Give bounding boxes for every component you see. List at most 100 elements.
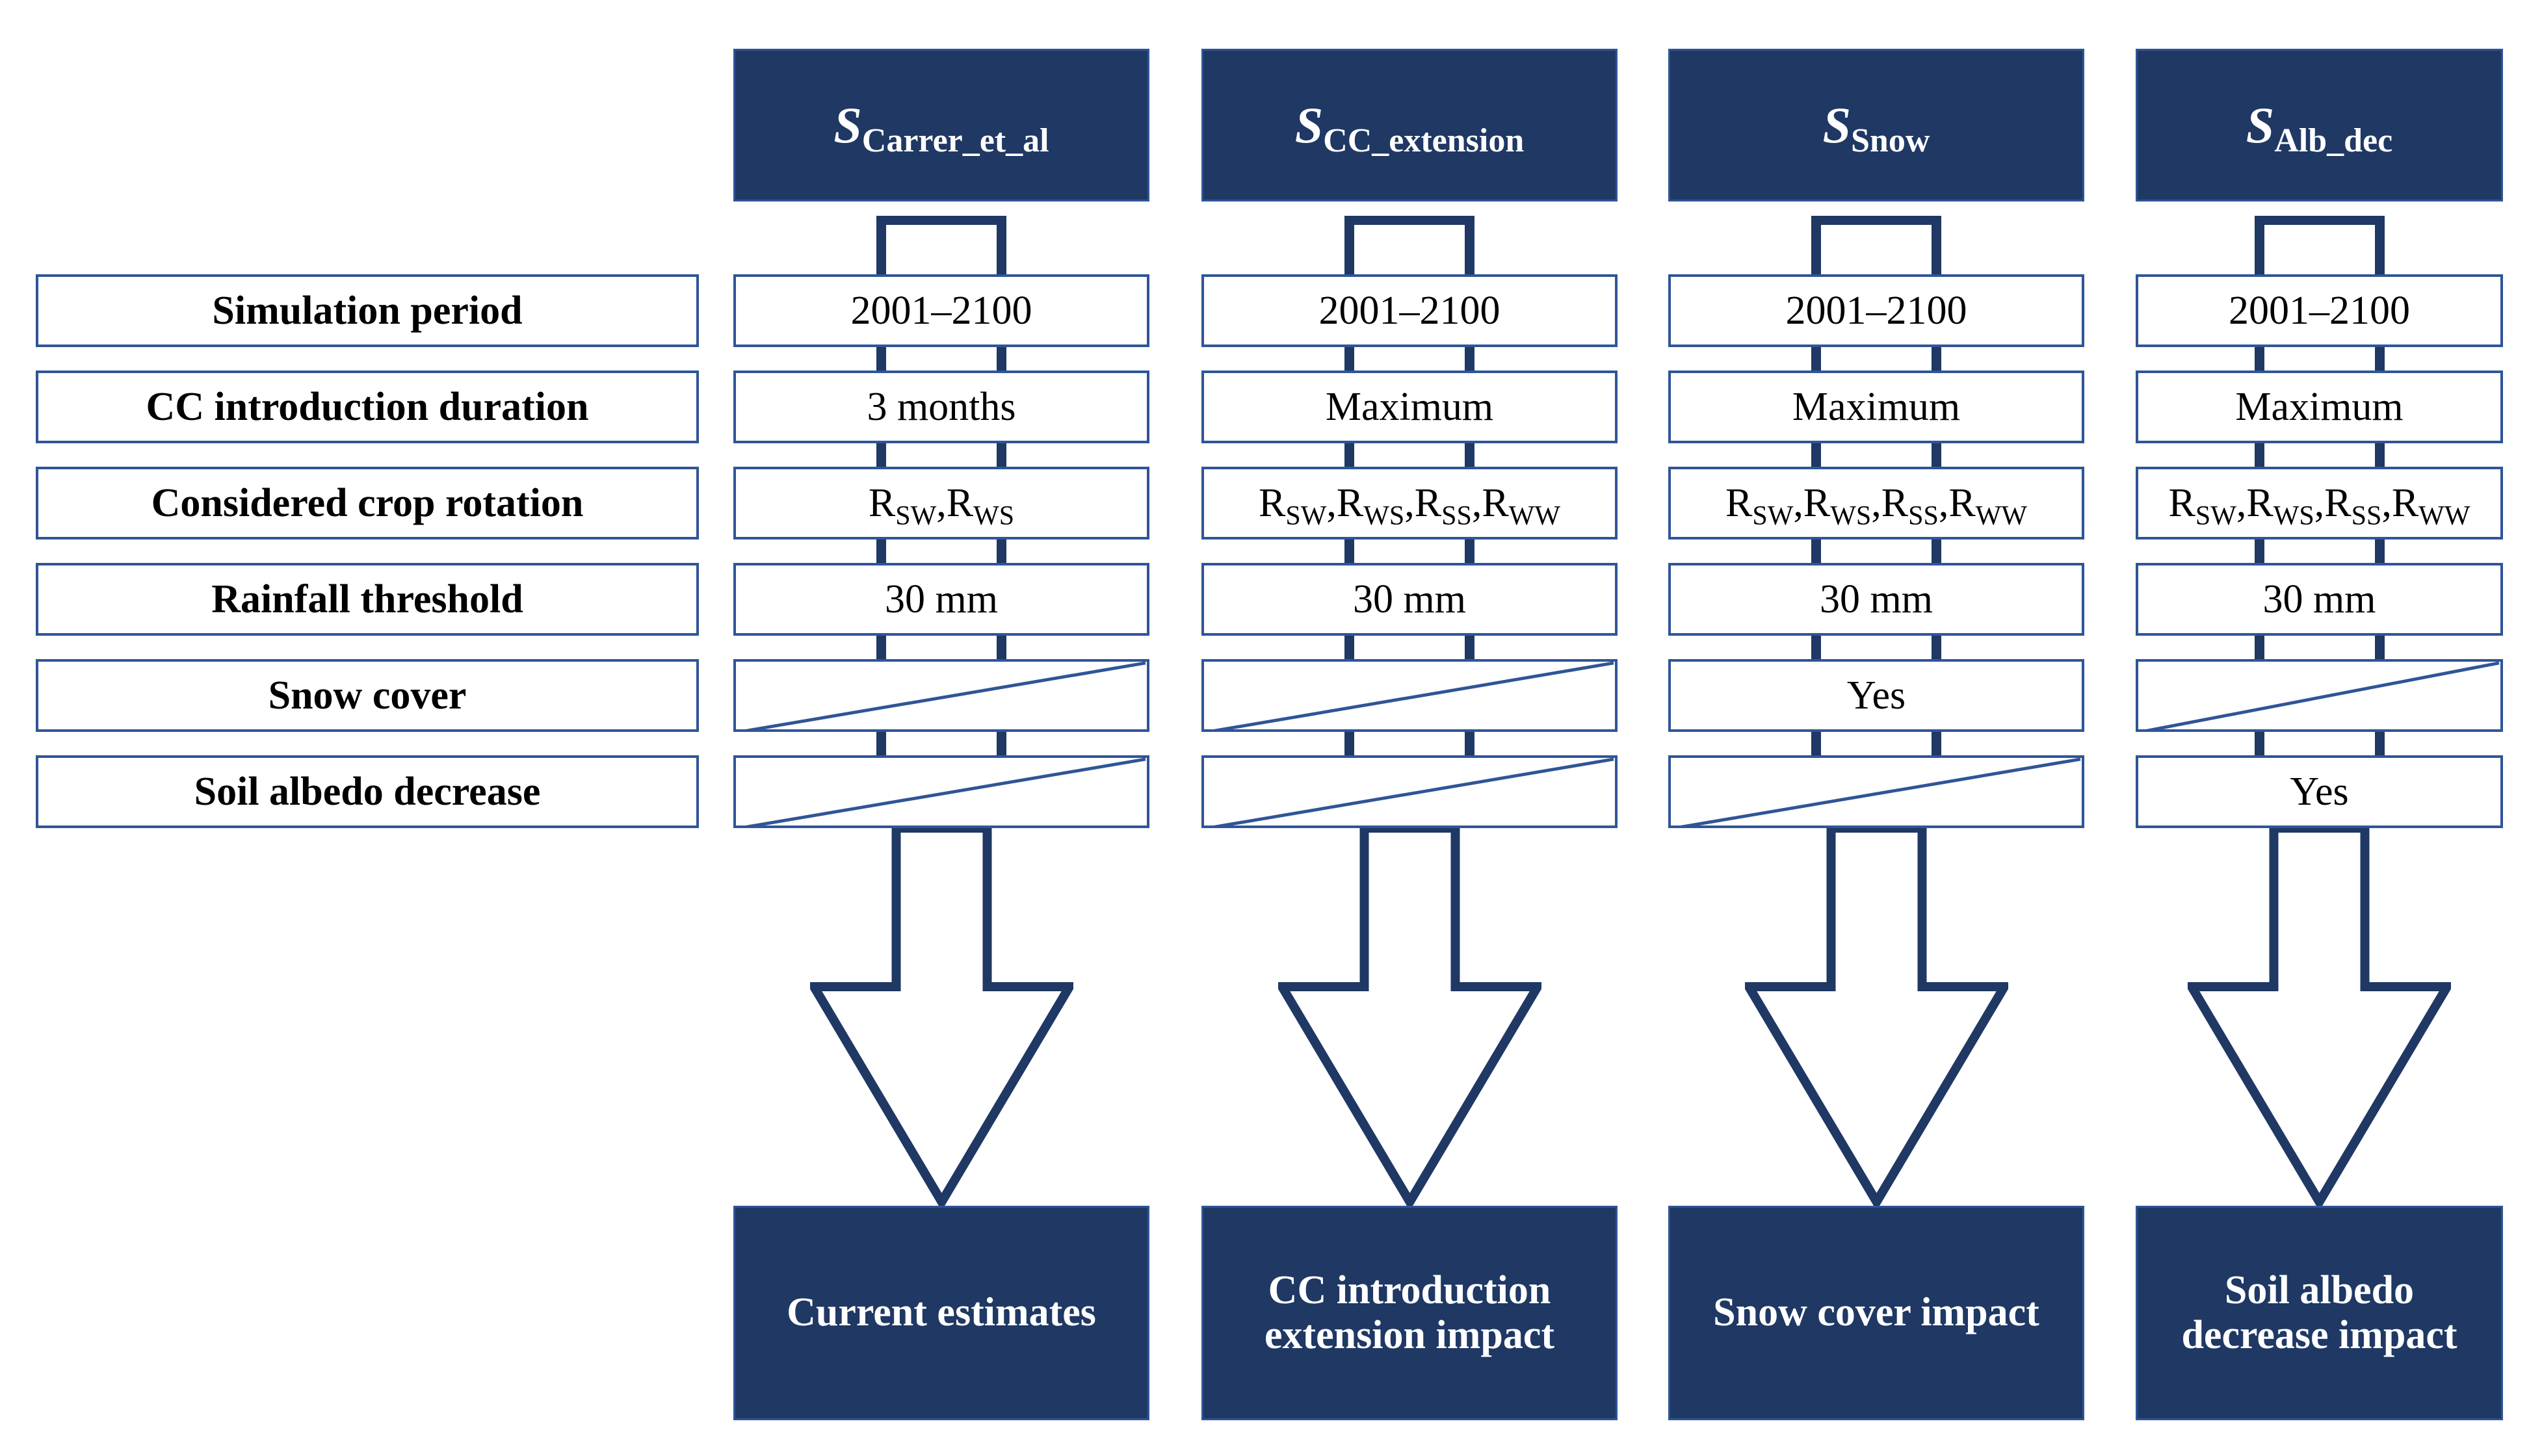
- result-text: Soil albedo decrease impact: [2181, 1268, 2457, 1357]
- row-label-2: CC introduction duration: [36, 370, 699, 443]
- rotation-separator: ,: [1871, 480, 1881, 525]
- connector-col2-row5-to-row6: [1344, 732, 1474, 755]
- cell-col2-row2: Maximum: [1201, 370, 1618, 443]
- rotation-separator: ,: [1471, 480, 1482, 525]
- cell-value-text: Maximum: [1325, 384, 1494, 429]
- cell-col2-row1: 2001–2100: [1201, 274, 1618, 347]
- connector-col4-row1-to-row2: [2254, 347, 2385, 370]
- connector-left-bar: [1344, 347, 1354, 370]
- diagonal-strike-icon: [1213, 662, 1614, 729]
- rotation-subscript: WS: [2273, 500, 2314, 531]
- connector-col4-row4-to-row5: [2254, 636, 2385, 659]
- connector-left-bar: [1344, 732, 1354, 755]
- arrow-down-icon: [2183, 824, 2456, 1211]
- connector-right-bar: [1465, 540, 1474, 563]
- cell-value-text: Yes: [1846, 673, 1906, 718]
- rotation-list: RSW,RWS,RSS,RWW: [1259, 480, 1560, 531]
- rotation-subscript: SW: [1752, 500, 1794, 531]
- connector-col3-row5-to-row6: [1811, 732, 1941, 755]
- arrow-down-col4: [2183, 824, 2456, 1211]
- cell-col2-row4: 30 mm: [1201, 563, 1618, 636]
- connector-left-bar: [2254, 636, 2264, 659]
- staple-top-bar: [1811, 216, 1941, 225]
- arrow-down-icon: [806, 824, 1077, 1211]
- cell-col4-row1: 2001–2100: [2136, 274, 2503, 347]
- connector-right-bar: [1465, 443, 1474, 467]
- cell-col4-row3: RSW,RWS,RSS,RWW: [2136, 467, 2503, 540]
- connector-col2-row4-to-row5: [1344, 636, 1474, 659]
- cell-value-text: 30 mm: [885, 577, 998, 621]
- cell-value-text: 30 mm: [2262, 577, 2376, 621]
- connector-right-bar: [997, 347, 1006, 370]
- column-header-2: SCC_extension: [1201, 49, 1618, 202]
- connector-left-bar: [876, 732, 886, 755]
- connector-col1-row5-to-row6: [876, 732, 1006, 755]
- header-symbol: S: [1294, 96, 1324, 153]
- connector-left-bar: [876, 636, 886, 659]
- rotation-subscript: SS: [2351, 500, 2382, 531]
- staple-left-bar: [1344, 216, 1354, 274]
- arrow-down-col2: [1274, 824, 1545, 1211]
- connector-right-bar: [1932, 732, 1941, 755]
- rotation-separator: ,: [2236, 480, 2247, 525]
- row-label-3: Considered crop rotation: [36, 467, 699, 540]
- row-label-text: Soil albedo decrease: [194, 769, 541, 814]
- staple-top-bar: [876, 216, 1006, 225]
- row-label-6: Soil albedo decrease: [36, 755, 699, 828]
- rotation-subscript: SW: [1285, 500, 1327, 531]
- rotation-base: R: [2324, 480, 2352, 525]
- rotation-base: R: [1259, 480, 1286, 525]
- cell-col4-row2: Maximum: [2136, 370, 2503, 443]
- connector-left-bar: [1344, 443, 1354, 467]
- rotation-separator: ,: [936, 480, 947, 525]
- staple-right-bar: [2374, 216, 2385, 274]
- rotation-subscript: WS: [1363, 500, 1405, 531]
- cell-col3-row5: Yes: [1668, 659, 2084, 732]
- result-text: Snow cover impact: [1713, 1290, 2039, 1335]
- connector-left-bar: [1811, 347, 1821, 370]
- header-label: SSnow: [1822, 96, 1930, 159]
- rotation-subscript: SW: [2195, 500, 2236, 531]
- connector-col4-row2-to-row3: [2254, 443, 2385, 467]
- connector-staple-col1: [876, 216, 1006, 274]
- rotation-list: RSW,RWS,RSS,RWW: [2169, 480, 2470, 531]
- column-header-4: SAlb_dec: [2136, 49, 2503, 202]
- connector-right-bar: [1932, 443, 1941, 467]
- row-label-5: Snow cover: [36, 659, 699, 732]
- connector-left-bar: [2254, 443, 2264, 467]
- connector-right-bar: [2374, 443, 2385, 467]
- cell-value-text: 30 mm: [1353, 577, 1466, 621]
- cell-col4-row6: Yes: [2136, 755, 2503, 828]
- arrow-down-icon: [1274, 824, 1545, 1211]
- result-box-col1: Current estimates: [733, 1206, 1149, 1420]
- connector-left-bar: [1344, 636, 1354, 659]
- rotation-subscript: WS: [1830, 500, 1872, 531]
- diagonal-strike-icon: [2145, 662, 2500, 729]
- rotation-list: RSW,RWS,RSS,RWW: [1725, 480, 2027, 531]
- cell-col1-row2: 3 months: [733, 370, 1149, 443]
- connector-col3-row2-to-row3: [1811, 443, 1941, 467]
- connector-right-bar: [1465, 636, 1474, 659]
- connector-left-bar: [1811, 732, 1821, 755]
- cell-value-text: Maximum: [2235, 384, 2404, 429]
- rotation-separator: ,: [2381, 480, 2392, 525]
- header-symbol: S: [1822, 96, 1851, 153]
- rotation-base: R: [1414, 480, 1442, 525]
- rotation-base: R: [1482, 480, 1509, 525]
- connector-right-bar: [1465, 347, 1474, 370]
- cell-col3-row1: 2001–2100: [1668, 274, 2084, 347]
- staple-top-bar: [1344, 216, 1474, 225]
- rotation-base: R: [2246, 480, 2273, 525]
- connector-left-bar: [2254, 540, 2264, 563]
- connector-col2-row1-to-row2: [1344, 347, 1474, 370]
- diagonal-strike-icon: [745, 758, 1146, 826]
- cell-col3-row3: RSW,RWS,RSS,RWW: [1668, 467, 2084, 540]
- cell-value-text: 2001–2100: [1785, 288, 1967, 333]
- header-subscript: Snow: [1850, 122, 1930, 159]
- connector-right-bar: [2374, 732, 2385, 755]
- connector-col1-row3-to-row4: [876, 540, 1006, 563]
- cell-value-text: Yes: [2290, 769, 2349, 814]
- cell-value-text: Maximum: [1792, 384, 1961, 429]
- rotation-base: R: [1725, 480, 1753, 525]
- rotation-separator: ,: [1938, 480, 1949, 525]
